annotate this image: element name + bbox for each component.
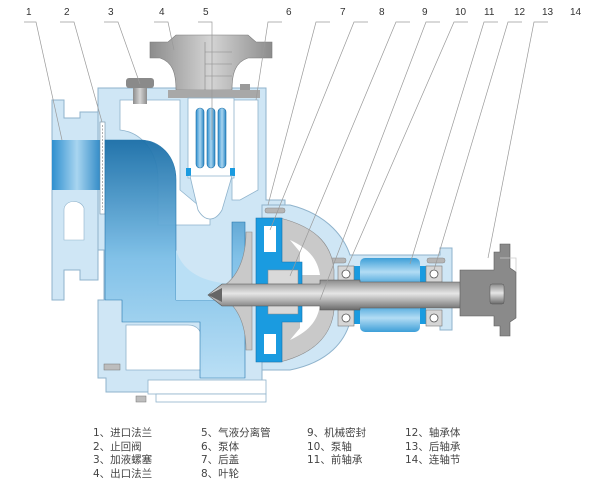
callout-2: 2: [64, 7, 70, 18]
callout-5: 5: [203, 7, 209, 18]
legend-item: 9、机械密封: [307, 427, 367, 439]
callout-4: 4: [159, 7, 165, 18]
legend-column-4: 12、轴承体 13、后轴承 14、连轴节: [405, 427, 460, 468]
legend-item: 6、泵体: [201, 440, 240, 453]
legend-item: 13、后轴承: [405, 440, 461, 453]
legend-item: 1、进口法兰: [93, 427, 153, 439]
legend-column-2: 5、气液分离管 6、泵体 7、后盖 8、叶轮: [201, 427, 271, 481]
legend-item: 7、后盖: [201, 454, 240, 466]
pump-cross-section-diagram: 1 2 3 4 5 6 7 8 9 10 11 12 13 14: [24, 7, 582, 403]
front-bearing: [337, 265, 355, 327]
callout-12: 12: [514, 7, 526, 18]
callout-14: 14: [570, 7, 582, 18]
parts-legend: 1、进口法兰 2、止回阀 3、加液螺塞 4、出口法兰 5、气液分离管 6、泵体 …: [0, 427, 600, 491]
legend-item: 12、轴承体: [405, 427, 461, 439]
callout-11: 11: [484, 7, 495, 18]
legend-item: 5、气液分离管: [201, 427, 271, 439]
inlet-flange: [51, 99, 102, 301]
outlet-flange: [149, 34, 273, 98]
legend-item: 11、前轴承: [307, 454, 363, 466]
legend-item: 2、止回阀: [93, 440, 142, 453]
gas-liquid-separator: [186, 97, 235, 220]
callout-6: 6: [286, 7, 292, 18]
callout-9: 9: [422, 7, 428, 18]
callout-10: 10: [455, 7, 467, 18]
callout-3: 3: [108, 7, 114, 18]
pump-shaft: [207, 279, 501, 311]
callout-13: 13: [542, 7, 554, 18]
legend-item: 3、加液螺塞: [93, 454, 153, 466]
legend-item: 14、连轴节: [405, 454, 461, 466]
legend-column-3: 9、机械密封 10、泵轴 11、前轴承: [307, 427, 366, 468]
coupling: [459, 243, 517, 337]
callout-leaders: [24, 21, 548, 301]
legend-item: 8、叶轮: [201, 467, 240, 480]
base-bolts: [103, 363, 147, 403]
legend-column-1: 1、进口法兰 2、止回阀 3、加液螺塞 4、出口法兰: [93, 427, 152, 481]
callout-7: 7: [340, 7, 346, 18]
legend-item: 4、出口法兰: [93, 467, 153, 480]
callout-8: 8: [379, 7, 385, 18]
callout-numbers: 1 2 3 4 5 6 7 8 9 10 11 12 13 14: [26, 7, 582, 18]
callout-1: 1: [26, 7, 32, 18]
legend-item: 10、泵轴: [307, 440, 352, 453]
check-valve: [99, 121, 106, 215]
